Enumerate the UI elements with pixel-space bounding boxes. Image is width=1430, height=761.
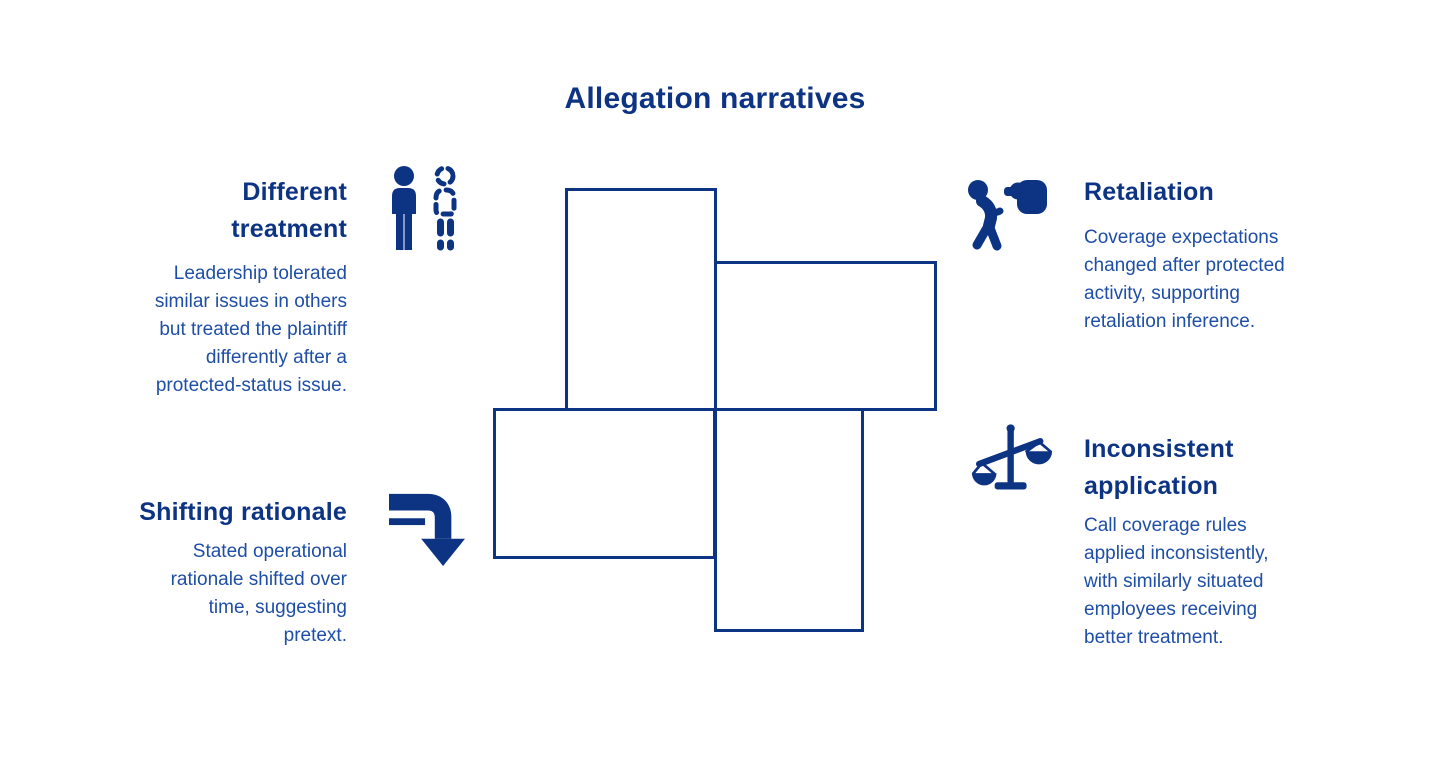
pinwheel-rect-right bbox=[714, 261, 937, 411]
quadrant-heading-inconsistent-application: Inconsistent application bbox=[1084, 435, 1234, 500]
quadrant-body-inconsistent-application: Call coverage rules applied inconsistent… bbox=[1084, 515, 1269, 648]
person-punched-icon bbox=[961, 166, 1049, 252]
arrow-turn-down-icon bbox=[389, 488, 465, 568]
quadrant-body-different-treatment: Leadership tolerated similar issues in o… bbox=[154, 263, 347, 396]
diagram-title: Allegation narratives bbox=[564, 82, 866, 115]
unbalanced-scales-icon bbox=[971, 421, 1053, 496]
quadrant-body-shifting-rationale: Stated operational rationale shifted ove… bbox=[170, 541, 347, 646]
pinwheel-rect-top bbox=[565, 188, 717, 411]
person-comparison-icon bbox=[388, 165, 462, 252]
pinwheel-rect-left bbox=[493, 408, 716, 559]
quadrant-body-retaliation: Coverage expectations changed after prot… bbox=[1084, 227, 1285, 332]
quadrant-heading-retaliation: Retaliation bbox=[1084, 178, 1214, 206]
quadrant-heading-shifting-rationale: Shifting rationale bbox=[139, 498, 347, 526]
quadrant-heading-different-treatment: Different treatment bbox=[231, 178, 347, 243]
pinwheel-rect-bottom bbox=[714, 408, 864, 632]
